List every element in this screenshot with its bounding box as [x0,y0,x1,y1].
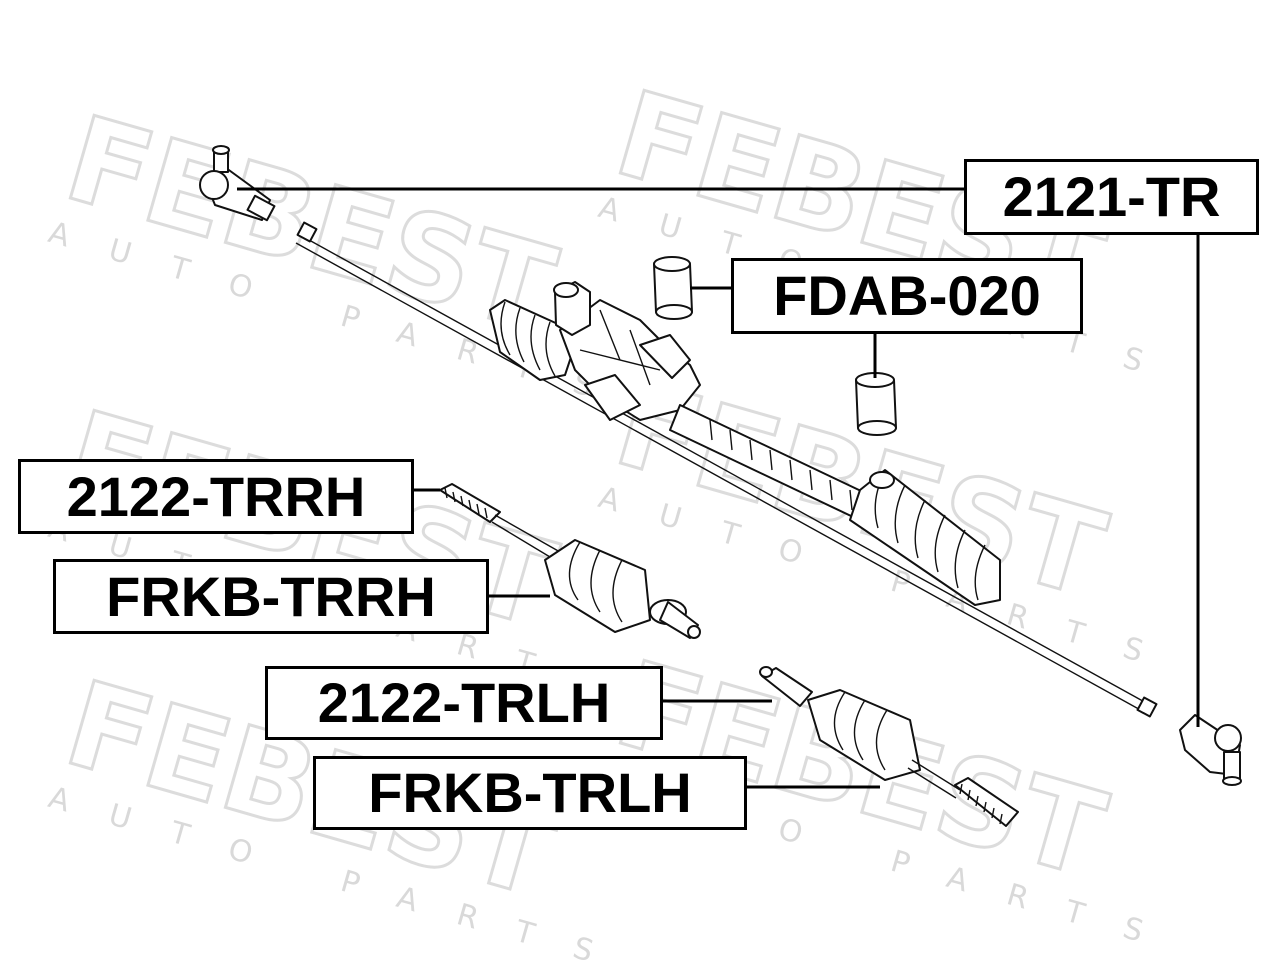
rod-nut-left [296,221,318,243]
inner-tie-rod-rh [439,483,701,639]
callout-frkb-trrh[interactable]: FRKB-TRRH [53,559,489,634]
tie-rod-end-left [199,145,276,222]
callout-2122-trrh[interactable]: 2122-TRRH [18,459,414,534]
rack-gear-housing [553,281,701,421]
rack-teeth [709,419,853,511]
callout-frkb-trlh[interactable]: FRKB-TRLH [313,756,747,830]
bushing-bottom [855,372,897,436]
callout-fdab-020[interactable]: FDAB-020 [731,258,1083,334]
inner-tie-rod-lh [759,666,1019,827]
rack-boot-right [849,469,1001,606]
rack-rod-top [299,234,1151,706]
callout-2121-tr[interactable]: 2121-TR [964,159,1259,235]
bushing-top [653,256,693,320]
callout-2122-trlh[interactable]: 2122-TRLH [265,666,663,740]
leader-lines [237,187,1200,789]
rod-nut-right [1136,696,1158,718]
steering-rack-assembly [295,221,1158,718]
tie-rod-end-right [1179,714,1242,786]
rack-boot-left [489,299,576,381]
rack-rod-bottom [295,242,1147,714]
